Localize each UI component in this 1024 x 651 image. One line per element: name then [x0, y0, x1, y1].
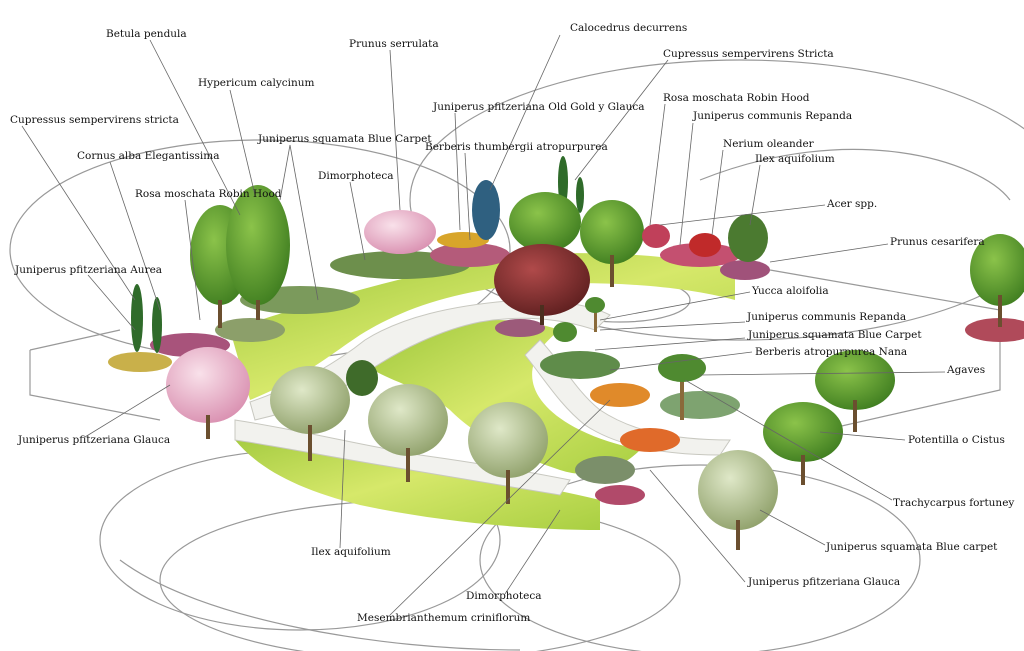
label-dimorphoteca-bottom: Dimorphoteca: [466, 590, 542, 602]
label-nerium-oleander: Nerium oleander: [723, 138, 814, 150]
label-juniperus-communis-repanda-top: Juniperus communis Repanda: [693, 110, 853, 122]
label-juniperus-squamata-blue-carpet-bottom: Juniperus squamata Blue carpet: [826, 541, 998, 553]
label-ilex-aquifolium-bottom: Ilex aquifolium: [311, 546, 391, 558]
label-mesembrianthemum: Mesembrianthemum criniflorum: [357, 612, 531, 624]
label-juniperus-pfitzeriana-old-gold: Juniperus pfitzeriana Old Gold y Glauca: [433, 101, 645, 113]
label-hypericum-calycinum: Hypericum calycinum: [198, 77, 315, 89]
label-prunus-serrulata: Prunus serrulata: [349, 38, 439, 50]
label-juniperus-pfitzeriana-glauca-bottom: Juniperus pfitzeriana Glauca: [748, 576, 901, 588]
label-ilex-aquifolium-top: Ilex aquifolium: [755, 153, 835, 165]
label-juniperus-squamata-blue-carpet-top: Juniperus squamata Blue Carpet: [258, 133, 432, 145]
trees: [131, 156, 1024, 550]
label-cupressus-sempervirens-stricta-left: Cupressus sempervirens stricta: [10, 114, 179, 126]
label-juniperus-pfitzeriana-glauca-left: Juniperus pfitzeriana Glauca: [18, 434, 171, 446]
label-leader-lines: [21, 34, 946, 616]
label-rosa-moschata-right: Rosa moschata Robin Hood: [663, 92, 810, 104]
label-agaves: Agaves: [947, 364, 986, 376]
label-acer-spp: Acer spp.: [827, 198, 878, 210]
label-trachycarpus-fortuney: Trachycarpus fortuney: [893, 497, 1015, 509]
label-calocedrus-decurrens: Calocedrus decurrens: [570, 22, 688, 34]
label-juniperus-pfitzeriana-aurea: Juniperus pfitzeriana Aurea: [15, 264, 163, 276]
label-yucca-aloifolia: Yucca aloifolia: [752, 285, 829, 297]
label-juniperus-communis-repanda-mid: Juniperus communis Repanda: [747, 311, 907, 323]
label-potentilla-o-cistus: Potentilla o Cistus: [908, 434, 1005, 446]
label-betula-pendula: Betula pendula: [106, 28, 187, 40]
label-cupressus-sempervirens-stricta-right: Cupressus sempervirens Stricta: [663, 48, 834, 60]
label-berberis-atropurpurea-nana: Berberis atropurpurea Nana: [755, 346, 908, 358]
label-berberis-thumbergii: Berberis thumbergii atropurpurea: [425, 141, 608, 153]
label-juniperus-squamata-blue-carpet-mid: Juniperus squamata Blue Carpet: [748, 329, 922, 341]
label-rosa-moschata-left: Rosa moschata Robin Hood: [135, 188, 282, 200]
label-prunus-cesarifera: Prunus cesarifera: [890, 236, 985, 248]
label-cornus-alba: Cornus alba Elegantissima: [77, 150, 220, 162]
label-dimorphoteca-top: Dimorphoteca: [318, 170, 394, 182]
